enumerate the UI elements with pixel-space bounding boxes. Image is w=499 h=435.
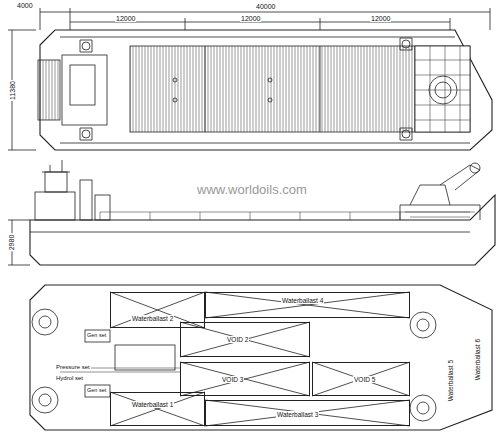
equipment-label: Hydrol set [55,375,84,381]
equipment-label: Pressure set [55,364,91,370]
dimension: 12000 [370,15,391,22]
dimension: 2980 [8,233,15,251]
dimension: 12000 [240,15,261,22]
tank-compartment: VOID 2 [180,322,310,357]
equipment-label: Gen set [86,333,107,339]
tank-label: VOID 5 [353,376,376,383]
tank-label: Waterballast 6 [474,338,481,381]
dimension: 40000 [255,3,276,10]
tank-label: Waterballast 2 [131,315,174,322]
tank-compartment: VOID 3 [180,362,310,396]
tank-label: VOID 2 [226,336,249,343]
tank-compartment: VOID 5 [312,362,410,396]
tank-compartment: Waterballast 5 [438,335,462,425]
tank-compartment: Waterballast 6 [464,310,490,408]
tank-compartment: Waterballast 3 [205,400,410,426]
dimension: 4000 [16,2,34,9]
tank-label: Waterballast 1 [131,401,174,408]
tank-compartment: Waterballast 4 [205,292,410,318]
tank-label: VOID 3 [221,376,244,383]
tank-label: Waterballast 5 [447,359,454,402]
watermark: www.worldoils.com [196,183,308,196]
dimension: 12000 [115,15,136,22]
equipment-label: Gen set [86,388,107,394]
dimension: 11380 [8,80,15,101]
tank-label: Waterballast 3 [276,411,319,418]
tank-compartment: Waterballast 1 [110,392,205,426]
tank-label: Waterballast 4 [281,297,324,304]
